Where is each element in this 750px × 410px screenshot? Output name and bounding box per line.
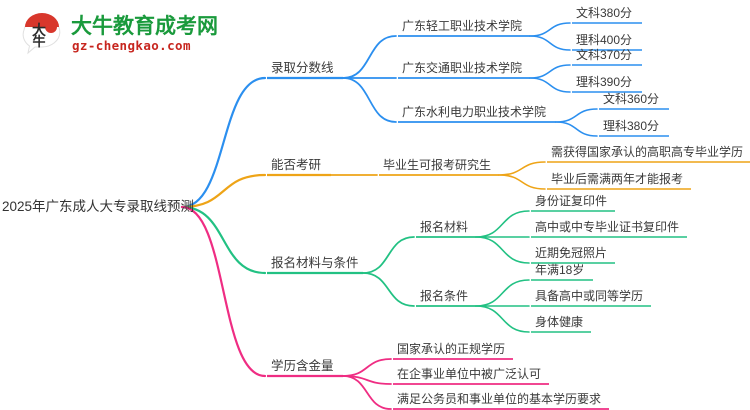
mindmap-node-b3c1c[interactable]: 近期免冠照片 (535, 246, 608, 260)
mindmap-node-b1c3a[interactable]: 文科360分 (603, 92, 660, 106)
mindmap-node-b1c1a[interactable]: 文科380分 (576, 6, 633, 20)
mindmap-node-b4c2[interactable]: 在企事业单位中被广泛认可 (397, 367, 542, 381)
mindmap-node-b3[interactable]: 报名材料与条件 (271, 256, 359, 270)
mindmap-node-b3c1[interactable]: 报名材料 (420, 220, 469, 234)
logo-wordmark: 大牛教育成考网 gz-chengkao.com (71, 10, 239, 56)
mindmap-node-b2[interactable]: 能否考研 (271, 158, 322, 172)
mindmap-node-b2c1a[interactable]: 需获得国家承认的高职高专毕业学历 (551, 145, 744, 159)
mindmap-node-b4c3[interactable]: 满足公务员和事业单位的基本学历要求 (397, 392, 602, 406)
link-root-b2 (180, 173, 267, 209)
mindmap-node-b3c2b[interactable]: 具备高中或同等学历 (535, 289, 644, 303)
mindmap-node-b1c3[interactable]: 广东水利电力职业技术学院 (402, 105, 547, 119)
link-b3c2-b3c2c (475, 305, 530, 333)
mindmap-node-b3c1a[interactable]: 身份证复印件 (535, 194, 608, 208)
link-b3c1-b3c1c (475, 236, 530, 264)
svg-text:大: 大 (32, 22, 46, 39)
mindmap-node-b4[interactable]: 学历含金量 (271, 359, 334, 373)
logo-mark-icon: 大 牛 (22, 13, 61, 55)
link-b1-b1c1 (342, 35, 397, 79)
link-b3c1-b3c1a (475, 210, 530, 238)
logo-title: 大牛教育成考网 (71, 14, 218, 38)
link-b2c1-b2c1a (498, 161, 546, 176)
link-b1-b1c3 (342, 77, 397, 123)
link-b1c3-b1c3b (555, 121, 598, 137)
link-b1c1-b1c1b (529, 35, 571, 51)
link-b4-b4c3 (342, 375, 392, 410)
link-root-b3 (180, 205, 267, 275)
mindmap-node-b3c1b[interactable]: 高中或中专毕业证书复印件 (535, 220, 680, 234)
link-b2c1-b2c1b (498, 174, 546, 190)
link-b4-b4c1 (342, 358, 392, 377)
link-b4-b4c2 (342, 375, 392, 385)
link-root-b4 (180, 205, 267, 378)
link-b1c1-b1c1a (529, 22, 571, 37)
mindmap-node-b1[interactable]: 录取分数线 (271, 61, 334, 75)
link-b3-b3c1 (362, 236, 415, 274)
mindmap-node-b4c1[interactable]: 国家承认的正规学历 (397, 342, 506, 356)
mindmap-node-b1c1b[interactable]: 理科400分 (576, 33, 633, 47)
mindmap-node-b3c2a[interactable]: 年满18岁 (535, 263, 585, 277)
mindmap-node-b3c2c[interactable]: 身体健康 (535, 315, 584, 329)
site-logo[interactable]: 大 牛 大牛教育成考网 gz-chengkao.com (18, 8, 240, 60)
link-b3c2-b3c2a (475, 279, 530, 307)
mindmap-node-b3c2[interactable]: 报名条件 (420, 289, 469, 303)
link-root-b1 (180, 76, 267, 209)
link-b1c2-b1c2a (529, 64, 571, 79)
link-b1c3-b1c3a (555, 108, 598, 123)
mindmap-node-b1c1[interactable]: 广东轻工职业技术学院 (402, 19, 523, 33)
mindmap-node-b1c3b[interactable]: 理科380分 (603, 119, 660, 133)
mindmap-node-b1c2[interactable]: 广东交通职业技术学院 (402, 61, 523, 75)
mindmap-node-b1c2a[interactable]: 文科370分 (576, 48, 633, 62)
mindmap-node-b1c2b[interactable]: 理科390分 (576, 75, 633, 89)
link-b1c2-b1c2b (529, 77, 571, 93)
link-b3-b3c2 (362, 272, 415, 307)
mindmap-node-b2c1b[interactable]: 毕业后需满两年才能报考 (551, 172, 684, 186)
mindmap-root-node[interactable]: 2025年广东成人大专录取线预测 (2, 199, 195, 214)
svg-text:牛: 牛 (32, 34, 45, 50)
logo-subtitle: gz-chengkao.com (72, 38, 191, 53)
mindmap-node-b2c1[interactable]: 毕业生可报考研究生 (383, 158, 492, 172)
